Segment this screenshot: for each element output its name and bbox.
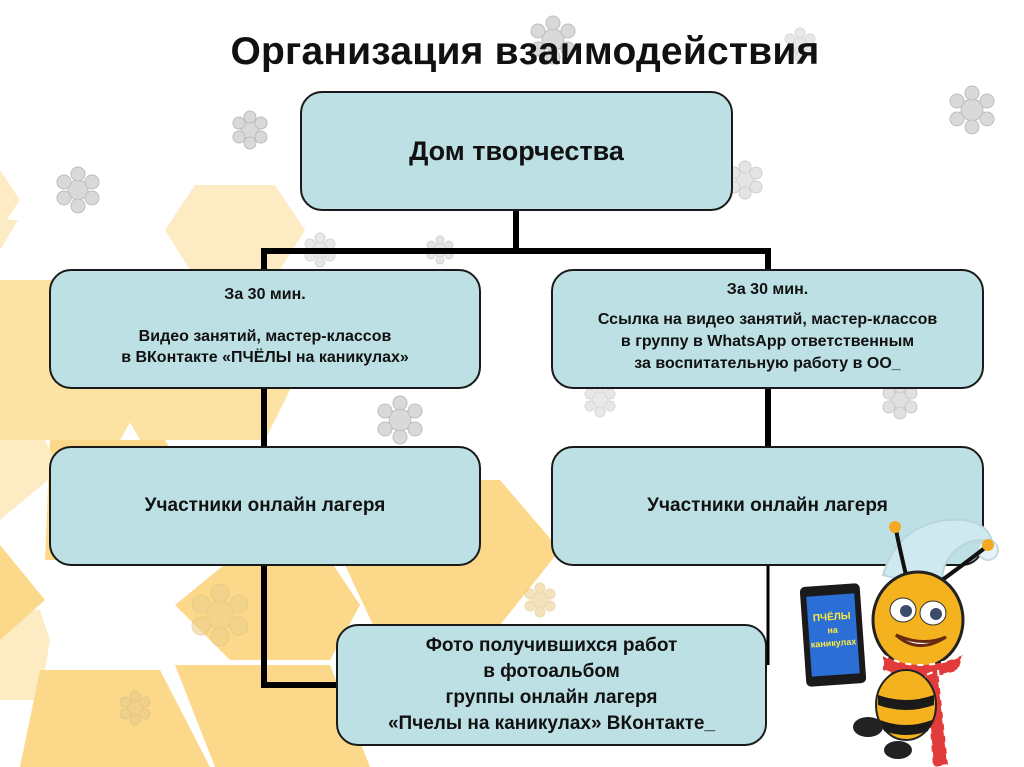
- right-info-line3: за воспитательную работу в ОО_: [634, 355, 901, 372]
- snowflake-icon: [784, 27, 816, 63]
- hexagon: [165, 185, 305, 278]
- result-line1: Фото получившихся работ: [425, 635, 678, 656]
- right-participants-node: Участники онлайн лагеря: [551, 446, 984, 566]
- phone-screen-line2: на: [827, 625, 839, 636]
- connector-left-to-result: [261, 563, 339, 688]
- snowflake-icon: [584, 382, 616, 418]
- pupil-icon: [900, 605, 912, 617]
- bee-mascot-illustration: ПЧЁЛЫ на каникулах: [799, 518, 999, 767]
- result-line4: «Пчелы на каникулах» ВКонтакте_: [387, 713, 716, 734]
- phone-screen-line3: каникулах: [810, 636, 856, 649]
- slide-title: Организация взаимодействия: [230, 30, 820, 73]
- result-node-photo-album: Фото получившихся работ в фотоальбом гру…: [336, 624, 767, 746]
- snowflake-icon: [119, 690, 151, 726]
- snowflakes: [56, 15, 995, 726]
- right-info-node: За 30 мин. Ссылка на видео занятий, маст…: [551, 269, 984, 389]
- bee-head-icon: [871, 570, 965, 670]
- shoe-icon: [884, 741, 912, 759]
- right-info-line1: Ссылка на видео занятий, мастер-классов: [597, 311, 938, 328]
- antenna-tip-icon: [982, 539, 994, 551]
- left-info-time: За 30 мин.: [224, 286, 306, 303]
- result-line3: группы онлайн лагеря: [445, 687, 658, 708]
- snowflake-icon: [377, 395, 423, 445]
- snowflake-icon: [524, 582, 556, 618]
- hexagon: [175, 665, 370, 767]
- antenna-icon: [894, 529, 908, 576]
- result-line2: в фотоальбом: [483, 661, 620, 682]
- hexagon: [20, 670, 210, 767]
- right-info-time: За 30 мин.: [726, 281, 809, 298]
- antenna-tip-icon: [889, 521, 901, 533]
- left-info-line2: в ВКонтакте «ПЧЁЛЫ на каникулах»: [121, 349, 409, 366]
- left-participants-node: Участники онлайн лагеря: [49, 446, 481, 566]
- body-stripe-icon: [880, 720, 932, 735]
- hexagon: [0, 545, 45, 640]
- hexagon: [0, 440, 60, 520]
- shoe-icon: [853, 717, 883, 737]
- phone-screen-line1: ПЧЁЛЫ: [812, 609, 851, 625]
- root-node-label: Дом творчества: [409, 135, 624, 166]
- snowflake-icon: [232, 110, 268, 150]
- right-participants-label: Участники онлайн лагеря: [647, 495, 888, 516]
- snowflake-icon: [56, 166, 100, 214]
- smile-icon: [894, 633, 947, 647]
- snowflake-icon: [530, 15, 576, 65]
- left-participants-label: Участники онлайн лагеря: [144, 495, 386, 516]
- hexagon: [0, 170, 20, 230]
- snowflake-icon: [191, 583, 249, 647]
- body-stripe-icon: [878, 695, 934, 710]
- hexagon: [0, 610, 50, 700]
- root-node-house-of-creativity: Дом творчества: [300, 91, 733, 211]
- phone-icon: ПЧЁЛЫ на каникулах: [799, 583, 867, 687]
- hexagon: [0, 220, 18, 250]
- snowflake-icon: [949, 85, 995, 135]
- pupil-icon: [930, 608, 942, 620]
- right-info-line2: в группу в WhatsApp ответственным: [620, 333, 915, 350]
- left-info-line1: Видео занятий, мастер-классов: [138, 328, 392, 345]
- left-info-node: За 30 мин. Видео занятий, мастер-классов…: [49, 269, 481, 389]
